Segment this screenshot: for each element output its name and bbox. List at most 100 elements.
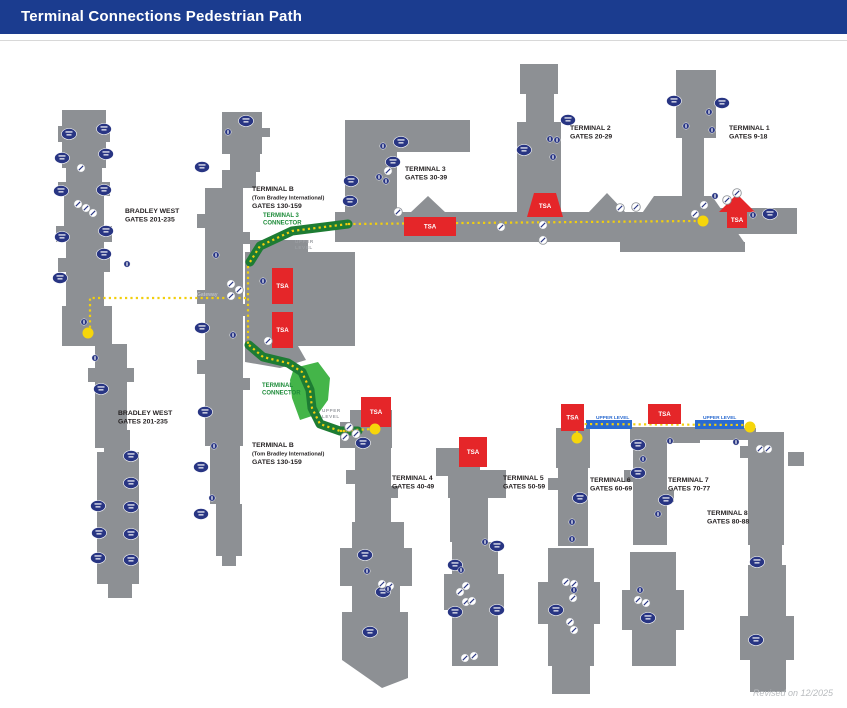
elevator-icon (80, 318, 88, 326)
escalator-icon (263, 336, 273, 346)
escalator-icon (538, 220, 548, 230)
escalator-icon (565, 617, 575, 627)
pedestrian-dots-green-1 (249, 222, 349, 263)
gate-badge-icon (630, 467, 646, 479)
elevator-icon (705, 108, 713, 116)
gate-badge-icon (61, 128, 77, 140)
tsa-terminal-1: TSA (719, 194, 755, 228)
path-node-5 (744, 421, 756, 433)
elevator-icon (570, 586, 578, 594)
tsa-terminal-1-label: TSA (731, 217, 744, 224)
elevator-icon (229, 331, 237, 339)
gate-badge-icon (385, 156, 401, 168)
revision-note: Revised on 12/2025 (752, 688, 833, 698)
escalator-icon (81, 203, 91, 213)
tsa-terminal-6-label: TSA (566, 415, 579, 422)
elevator-icon (384, 585, 392, 593)
gate-badge-icon (93, 383, 109, 395)
tsa-terminal-5: TSA (459, 437, 487, 467)
path-node-2 (697, 215, 709, 227)
app-header: Terminal Connections Pedestrian Path (0, 0, 847, 34)
escalator-icon (344, 422, 354, 432)
tsa-terminal-b-lower-label: TSA (276, 327, 289, 334)
gate-badge-icon (630, 439, 646, 451)
gate-badge-icon (123, 554, 139, 566)
escalator-icon (377, 579, 387, 589)
escalator-icon (226, 291, 236, 301)
header-divider (0, 40, 847, 41)
escalator-icon (615, 203, 625, 213)
elevator-icon (568, 535, 576, 543)
pedestrian-path-5 (575, 422, 746, 438)
elevator-icon (208, 494, 216, 502)
gate-badge-icon (96, 184, 112, 196)
elevator-icon (210, 442, 218, 450)
gate-badge-icon (91, 527, 107, 539)
pedestrian-path-1 (347, 219, 698, 226)
escalator-icon (234, 285, 244, 295)
gate-badge-icon (90, 552, 106, 564)
gate-badge-icon (52, 272, 68, 284)
escalator-icon (633, 595, 643, 605)
elevator-icon (224, 128, 232, 136)
elevator-icon (749, 211, 757, 219)
escalator-icon (569, 625, 579, 635)
escalator-icon (461, 581, 471, 591)
escalator-icon (732, 188, 742, 198)
gate-badge-icon (362, 626, 378, 638)
gate-badge-icon (666, 95, 682, 107)
page-title: Terminal Connections Pedestrian Path (21, 8, 303, 25)
escalator-icon (538, 235, 548, 245)
elevator-icon (259, 277, 267, 285)
escalator-icon (393, 207, 403, 217)
escalator-icon (631, 202, 641, 212)
escalator-icon (460, 653, 470, 663)
tsa-terminal-7-label: TSA (658, 411, 671, 418)
elevator-icon (91, 354, 99, 362)
gate-badge-icon (53, 185, 69, 197)
gate-badge-icon (714, 97, 730, 109)
elevator-icon (682, 122, 690, 130)
elevator-icon (481, 538, 489, 546)
label-terminal-b-top: TERMINAL B(Tom Bradley International)GAT… (252, 186, 324, 210)
building-terminal-4-building (340, 410, 412, 688)
tsa-terminal-b-upper-label: TSA (276, 283, 289, 290)
building-terminal-b-west-gates (197, 112, 270, 566)
gate-badge-icon (123, 450, 139, 462)
escalator-icon (351, 429, 361, 439)
elevator-icon (711, 192, 719, 200)
gate-badge-icon (342, 195, 358, 207)
escalator-icon (641, 598, 651, 608)
escalator-icon (226, 279, 236, 289)
escalator-icon (690, 209, 700, 219)
gate-badge-icon (489, 540, 505, 552)
gate-badge-icon (197, 406, 213, 418)
gate-badge-icon (640, 612, 656, 624)
gate-badge-icon (560, 114, 576, 126)
elevator-icon (568, 518, 576, 526)
tsa-terminal-b-upper: TSA (272, 268, 293, 304)
upper-level-walkway-1 (586, 420, 632, 429)
elevator-icon (549, 153, 557, 161)
tsa-terminal-3: TSA (404, 217, 456, 236)
tsa-terminal-5-label: TSA (467, 449, 480, 456)
gate-badge-icon (393, 136, 409, 148)
escalator-icon (88, 208, 98, 218)
elevator-icon (654, 510, 662, 518)
tsa-terminal-2: TSA (527, 193, 563, 217)
label-upper-level-terminal-6: UPPER LEVEL (596, 415, 629, 421)
elevator-icon (457, 566, 465, 574)
tsa-terminal-b-lower: TSA (272, 312, 293, 348)
gate-badge-icon (516, 144, 532, 156)
gate-badge-icon (343, 175, 359, 187)
gate-badge-icon (357, 549, 373, 561)
gate-badge-icon (54, 231, 70, 243)
escalator-icon (755, 444, 765, 454)
